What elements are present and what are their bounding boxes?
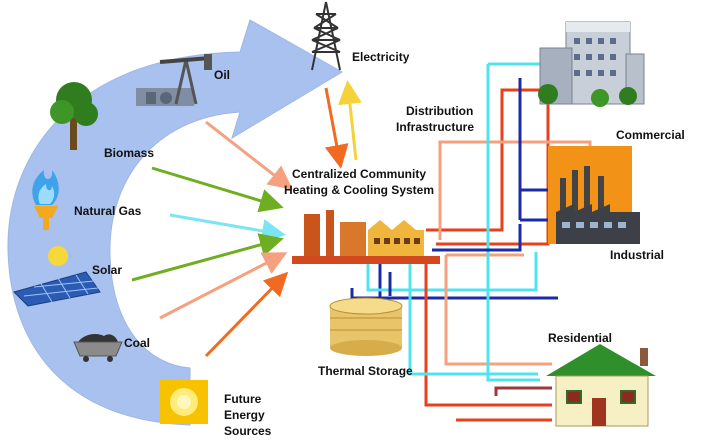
tree-icon	[50, 82, 98, 150]
industrial-factory-icon	[548, 146, 640, 244]
distribution-label-line2: Infrastructure	[396, 120, 475, 134]
gas-flame-icon	[32, 170, 59, 230]
industrial-label: Industrial	[610, 248, 665, 262]
future-label-line3: Sources	[224, 424, 272, 438]
central-plant-icon	[292, 210, 440, 264]
future-energy-icon	[160, 380, 208, 424]
coal-label: Coal	[124, 336, 151, 350]
natural-gas-label: Natural Gas	[74, 204, 142, 218]
commercial-building-icon	[538, 21, 645, 107]
oil-pump-icon	[136, 54, 212, 106]
distribution-label-line1: Distribution	[406, 104, 474, 118]
commercial-label: Commercial	[616, 128, 685, 142]
oil-label: Oil	[214, 68, 231, 82]
residential-house-icon	[546, 344, 656, 427]
solar-panel-icon	[13, 246, 101, 307]
coal-cart-icon	[73, 334, 123, 362]
thermal-storage-label: Thermal Storage	[318, 364, 413, 378]
electricity-label: Electricity	[352, 50, 410, 64]
biomass-label: Biomass	[104, 146, 155, 160]
residential-label: Residential	[548, 331, 613, 345]
thermal-storage-icon	[329, 297, 403, 356]
electricity-tower-icon	[311, 1, 341, 71]
electricity-flow-arrows	[324, 80, 362, 169]
central-system-label-line1: Centralized Community	[291, 167, 426, 181]
cycle-arrow	[7, 19, 343, 426]
future-label-line1: Future	[224, 392, 262, 406]
distribution-pipes	[350, 60, 592, 422]
solar-label: Solar	[92, 263, 123, 277]
source-arrows	[131, 120, 293, 358]
future-label-line2: Energy	[224, 408, 265, 422]
central-system-label-line2: Heating & Cooling System	[283, 183, 435, 197]
